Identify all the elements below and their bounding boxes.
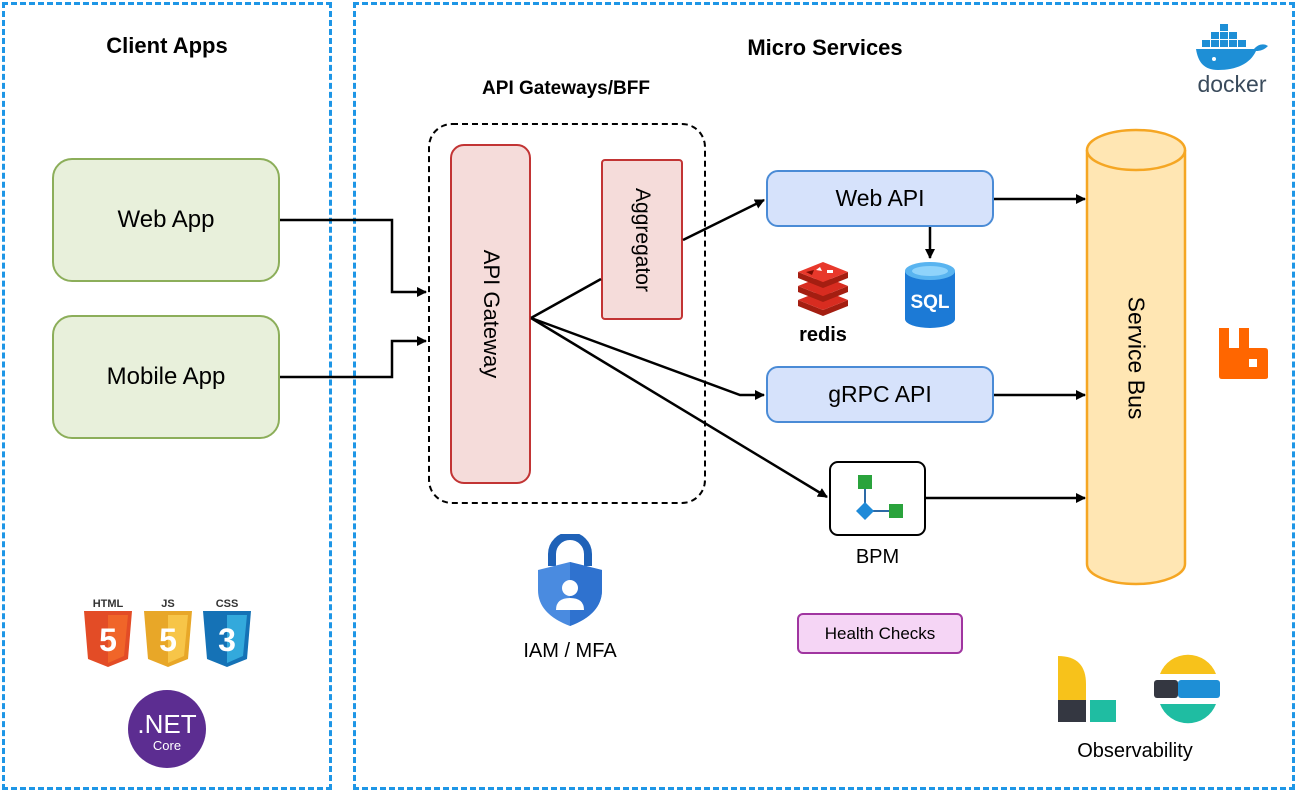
dotnet-sub-text: Core: [153, 738, 181, 753]
sql-text: SQL: [910, 292, 949, 313]
bpm-label: BPM: [855, 546, 900, 568]
service-bus-node[interactable]: [1084, 128, 1188, 588]
css-text: CSS: [216, 598, 239, 610]
redis-label: redis: [799, 324, 847, 346]
bpm-node[interactable]: [829, 461, 926, 536]
logstash-logo: [1058, 656, 1116, 722]
css-num: 3: [218, 622, 236, 658]
js-num: 5: [159, 622, 177, 658]
dotnet-core-logo: .NET Core: [128, 690, 206, 768]
observability-label: Observability: [1077, 740, 1193, 762]
redis-logo: [798, 262, 848, 316]
web-api-node[interactable]: Web API: [766, 170, 994, 227]
mobile-app-node[interactable]: Mobile App: [52, 315, 280, 439]
elasticsearch-logo: [1154, 654, 1220, 724]
api-gateway-group: [428, 123, 706, 504]
edge-webapp-gateway: [280, 218, 427, 297]
docker-logo: docker: [1196, 24, 1268, 96]
edge-gateway-aggregator: [530, 277, 602, 320]
edge-mobileapp-gateway: [280, 336, 427, 379]
edge-gateway-bpm: [530, 316, 828, 499]
aggregator-node[interactable]: Aggregator: [601, 159, 683, 320]
rabbitmq-icon: [1219, 328, 1268, 379]
api-gateway-node[interactable]: API Gateway: [450, 144, 531, 484]
sql-database-icon: SQL: [905, 262, 955, 328]
html-text: HTML: [93, 598, 124, 610]
api-gateway-group-title: API Gateways/BFF: [482, 78, 650, 99]
html5-logo: HTML 5: [84, 598, 132, 667]
js-text: JS: [161, 598, 174, 610]
health-checks-label: Health Checks: [824, 623, 936, 643]
dotnet-main-text: .NET: [137, 709, 196, 739]
edge-gateway-grpc: [530, 316, 765, 400]
grpc-api-node[interactable]: gRPC API: [766, 366, 994, 423]
iam-lock-icon: [538, 534, 602, 626]
web-app-node[interactable]: Web App: [52, 158, 280, 282]
bpm-workflow-icon: [856, 475, 903, 520]
client-apps-zone: [2, 2, 332, 790]
web-api-label: Web API: [835, 185, 925, 211]
web-app-label: Web App: [117, 206, 215, 233]
client-apps-title: Client Apps: [106, 33, 228, 58]
iam-label: IAM / MFA: [523, 640, 617, 662]
css3-logo: CSS 3: [203, 598, 251, 667]
micro-services-title: Micro Services: [747, 35, 903, 60]
micro-services-zone: [353, 2, 1295, 790]
grpc-api-label: gRPC API: [828, 381, 932, 407]
edge-aggregator-webapi: [682, 198, 765, 242]
html-num: 5: [99, 622, 117, 658]
docker-text: docker: [1197, 71, 1266, 96]
health-checks-node[interactable]: Health Checks: [797, 613, 963, 654]
js-logo: JS 5: [144, 598, 192, 667]
mobile-app-label: Mobile App: [106, 363, 226, 390]
